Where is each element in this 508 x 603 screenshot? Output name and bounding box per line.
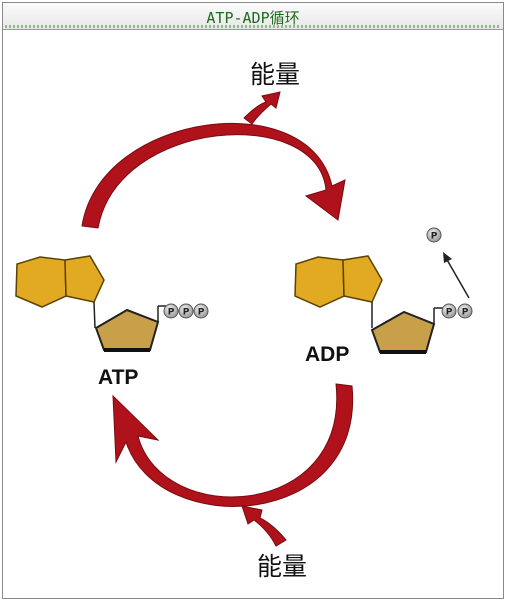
title-stripe (5, 25, 501, 28)
atp-glycosidic-bond (93, 301, 96, 329)
adp-phosphate-1 (441, 303, 457, 319)
atp-phosphate-3-label: P (198, 308, 205, 318)
adp-phosphate-1-label: P (446, 308, 453, 318)
atp-molecule: P P P (15, 255, 209, 352)
atp-phosphate-3 (193, 303, 209, 319)
energy-label-bottom: 能量 (257, 552, 308, 581)
adp-label: ADP (305, 343, 350, 366)
window-title: ATP-ADP循环 (206, 9, 300, 27)
atp-label: ATP (98, 366, 139, 389)
atp-phosphate-2 (178, 303, 194, 319)
atp-adenine-hexagon (15, 256, 67, 308)
atp-phosphate-2-label: P (183, 308, 190, 318)
released-phosphate-label: P (431, 232, 438, 242)
atp-adenine-pentagon (64, 255, 105, 303)
adp-phosphate-2-label: P (462, 308, 469, 318)
released-phosphate-circle (426, 227, 442, 243)
adp-adenine-pentagon (342, 255, 383, 303)
energy-label-top: 能量 (250, 60, 301, 89)
atp-phosphate-1-label: P (168, 308, 175, 318)
top-cycle-arrow (81, 122, 346, 229)
adp-ribose-sugar (370, 310, 436, 353)
released-phosphate: P (426, 227, 470, 299)
title-bar: ATP-ADP循环 (3, 3, 503, 30)
atp-phosphate-1 (163, 303, 179, 319)
bottom-cycle-arrow (112, 383, 354, 507)
energy-input-arrow (241, 505, 287, 547)
adp-molecule: P P (294, 255, 473, 354)
atp-ribose-sugar (94, 308, 160, 351)
energy-release-arrow (243, 91, 281, 125)
adp-adenine-hexagon (294, 256, 345, 308)
released-phosphate-arrow (445, 257, 470, 299)
adp-phosphate-2 (457, 303, 473, 319)
